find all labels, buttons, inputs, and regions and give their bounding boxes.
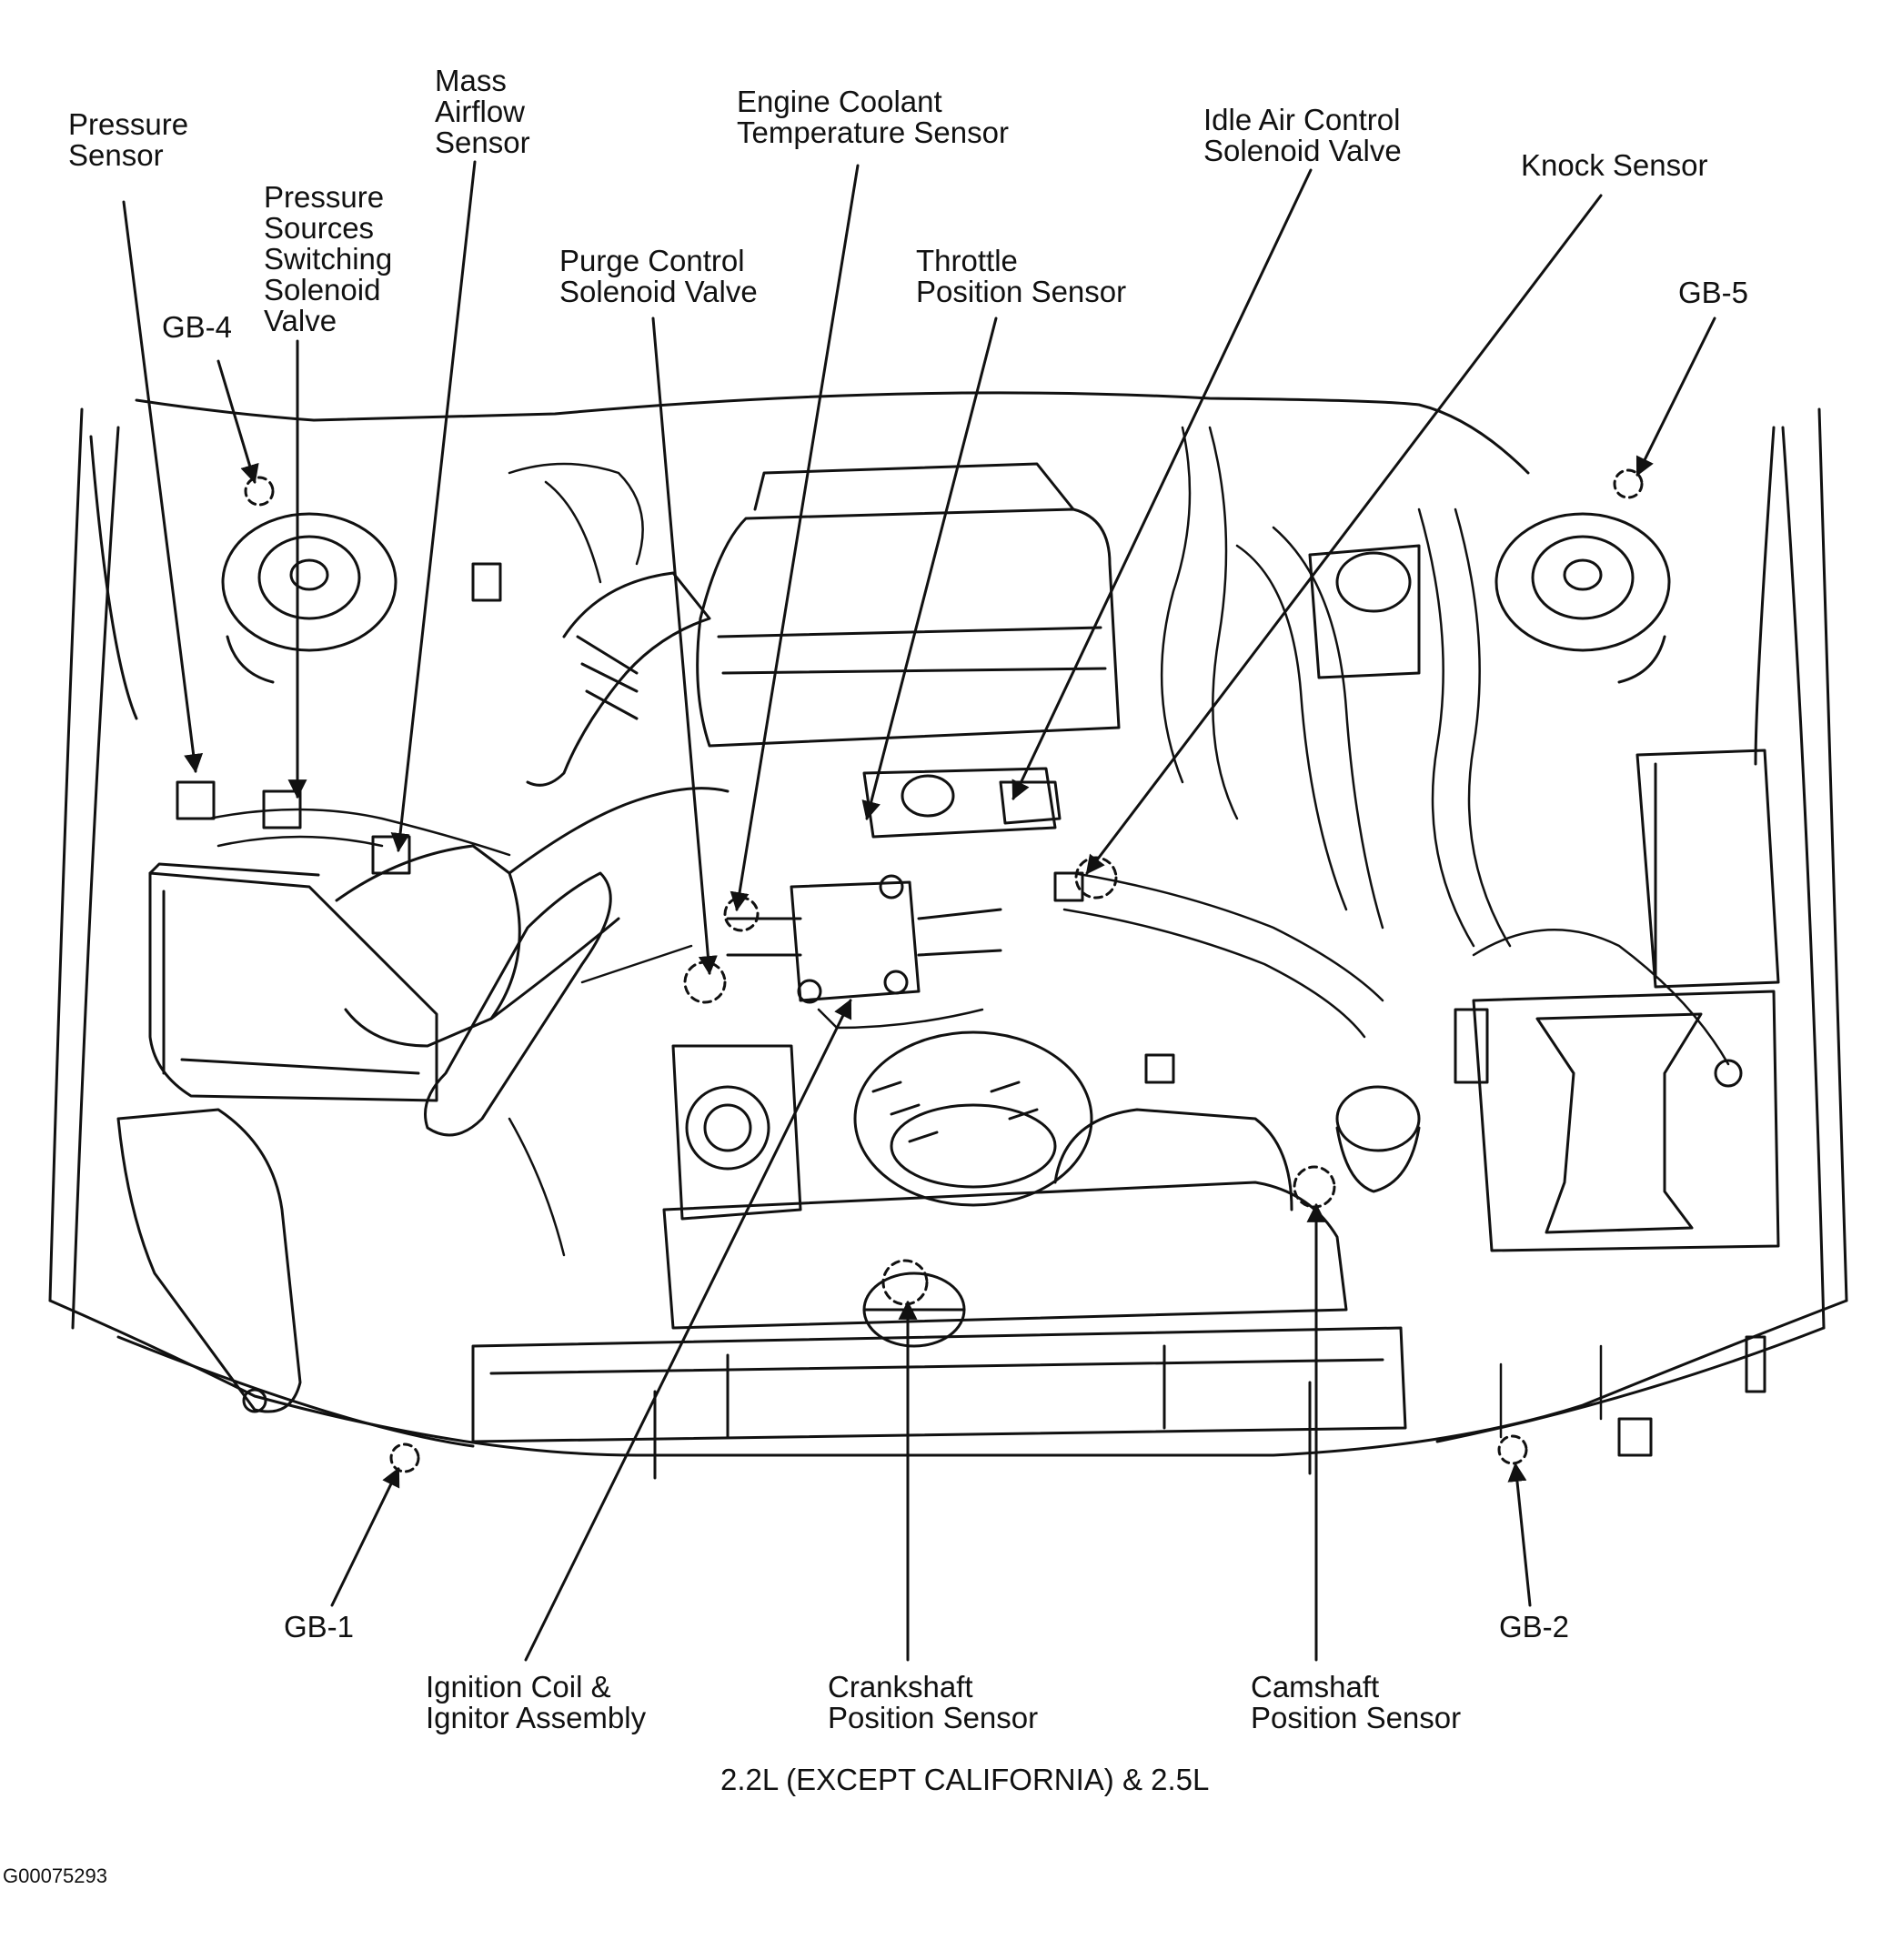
engine-block [662, 1108, 1348, 1348]
air-cleaner-box [148, 862, 438, 1102]
throttle-body [862, 767, 1062, 839]
strut-tower-left [221, 512, 398, 684]
battery [1472, 990, 1780, 1252]
label-gb5: GB-5 [1678, 276, 1749, 309]
diagram-caption: 2.2L (EXCEPT CALIFORNIA) & 2.5L [720, 1763, 1210, 1796]
strut-tower-right [1494, 512, 1671, 684]
label-gb2: GB-2 [1499, 1610, 1570, 1643]
label-ignition-coil-ignitor-assembly: Ignition Coil &Ignitor Assembly [426, 1670, 647, 1734]
figure-id: G00075293 [3, 1865, 107, 1887]
alternator [853, 1030, 1093, 1207]
intake-duct [335, 571, 730, 1137]
label-gb1: GB-1 [284, 1610, 355, 1643]
label-gb4: GB-4 [162, 310, 233, 344]
body-outline [48, 391, 1848, 1457]
label-knock-sensor: Knock Sensor [1521, 148, 1708, 182]
wiring-harness [207, 426, 1730, 1439]
relay-box [1635, 749, 1780, 989]
reservoir-left [116, 1108, 302, 1413]
leader-lines [122, 160, 1716, 1662]
intake-manifold [696, 462, 1121, 748]
timing-cover [671, 1044, 802, 1221]
ignition-coil-assembly [726, 874, 1002, 1004]
reservoir-right [1308, 544, 1421, 1193]
radiator [471, 1326, 1407, 1480]
